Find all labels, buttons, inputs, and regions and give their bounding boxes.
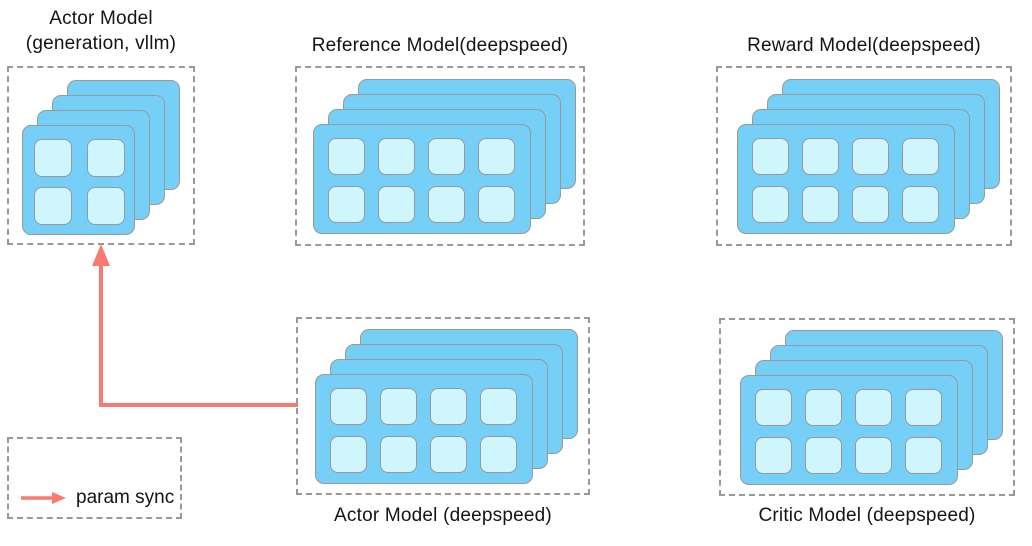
reward-label: Reward Model(deepspeed) — [747, 35, 981, 56]
gpu-cell-grid — [34, 139, 125, 225]
gpu-cell — [752, 138, 789, 175]
gpu-cell — [755, 437, 792, 474]
gpu-cell — [430, 436, 467, 473]
model-shard-card — [737, 124, 955, 234]
gpu-cell — [87, 187, 125, 225]
actor-vllm-box — [7, 66, 195, 245]
reference-box — [295, 66, 585, 246]
gpu-cell — [855, 389, 892, 426]
gpu-cell — [905, 437, 942, 474]
gpu-cell — [902, 138, 939, 175]
gpu-cell — [802, 138, 839, 175]
gpu-cell — [478, 186, 515, 223]
critic-box — [719, 318, 1015, 496]
gpu-cell — [855, 437, 892, 474]
actor-vllm-label-line1: Actor Model — [49, 8, 153, 29]
gpu-cell — [34, 187, 72, 225]
gpu-cell — [34, 139, 72, 177]
gpu-cell — [480, 436, 517, 473]
actor-vllm-label-line2: (generation, vllm) — [25, 33, 177, 54]
gpu-cell — [328, 138, 365, 175]
gpu-cell — [752, 186, 789, 223]
actor-deepspeed-box — [296, 317, 590, 495]
gpu-cell — [902, 186, 939, 223]
gpu-cell — [328, 186, 365, 223]
gpu-cell — [755, 389, 792, 426]
gpu-cell — [87, 139, 125, 177]
gpu-cell — [330, 388, 367, 425]
gpu-cell — [905, 389, 942, 426]
legend-label: param sync — [76, 487, 175, 508]
legend-row: param sync — [19, 487, 174, 509]
model-shard-card — [313, 124, 531, 234]
param-sync-arrow-icon — [21, 492, 66, 504]
gpu-cell-grid — [330, 388, 517, 473]
actor-deepspeed-label: Actor Model (deepspeed) — [334, 505, 552, 526]
gpu-cell — [430, 388, 467, 425]
gpu-cell — [805, 389, 842, 426]
reward-box — [716, 66, 1012, 246]
gpu-cell — [378, 186, 415, 223]
gpu-cell-grid — [755, 389, 942, 474]
gpu-cell-grid — [328, 138, 515, 223]
gpu-cell — [428, 138, 465, 175]
gpu-cell — [480, 388, 517, 425]
gpu-cell-grid — [752, 138, 939, 223]
gpu-cell — [852, 186, 889, 223]
gpu-cell — [330, 436, 367, 473]
gpu-cell — [802, 186, 839, 223]
gpu-cell — [380, 436, 417, 473]
model-shard-card — [22, 125, 135, 235]
actor-vllm-label: Actor Model (generation, vllm) — [7, 6, 195, 56]
gpu-cell — [428, 186, 465, 223]
critic-label: Critic Model (deepspeed) — [758, 505, 976, 526]
gpu-cell — [478, 138, 515, 175]
gpu-cell — [378, 138, 415, 175]
gpu-cell — [805, 437, 842, 474]
reference-label: Reference Model(deepspeed) — [311, 35, 569, 56]
gpu-cell — [852, 138, 889, 175]
model-shard-card — [315, 374, 533, 484]
gpu-cell — [380, 388, 417, 425]
model-shard-card — [740, 375, 958, 485]
legend: param sync — [7, 437, 182, 519]
